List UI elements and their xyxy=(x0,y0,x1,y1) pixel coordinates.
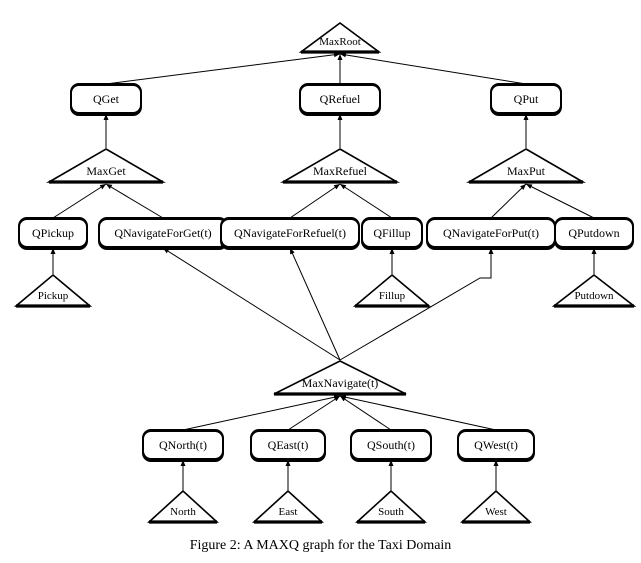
node-q-nav-for-put: QNavigateForPut(t) xyxy=(426,218,556,248)
node-label: MaxGet xyxy=(86,164,126,178)
node-prim-fillup: Fillup xyxy=(352,273,432,308)
edge-q-nav-for-get-to-max-get xyxy=(105,183,164,219)
edge-max-navigate-to-q-nav-for-get xyxy=(162,247,341,361)
edge-q-put-to-max-root xyxy=(339,52,527,85)
node-label: MaxRoot xyxy=(319,36,361,48)
node-label: QPickup xyxy=(32,225,74,240)
triangle-shape xyxy=(551,273,637,308)
node-label: Fillup xyxy=(378,289,406,302)
node-q-nav-for-get: QNavigateForGet(t) xyxy=(98,218,228,248)
edge-q-nav-for-put-to-max-put xyxy=(490,183,527,219)
triangle-shape xyxy=(46,148,166,184)
node-label: Pickup xyxy=(37,289,69,302)
node-prim-east: East xyxy=(251,489,325,524)
triangle-shape xyxy=(280,148,400,184)
node-label: QGet xyxy=(93,91,119,106)
edge-max-navigate-to-q-nav-for-refuel xyxy=(289,247,341,361)
edges xyxy=(50,52,597,490)
node-label: QSouth(t) xyxy=(367,437,415,452)
node-label: QNavigateForPut(t) xyxy=(443,225,539,240)
node-max-root: MaxRoot xyxy=(298,22,382,54)
node-label: West xyxy=(485,505,507,518)
node-max-navigate: MaxNavigate(t) xyxy=(273,360,407,396)
edge-q-south-to-max-navigate xyxy=(339,395,392,431)
node-prim-west: West xyxy=(459,489,533,524)
node-max-get: MaxGet xyxy=(46,148,166,184)
edge-q-north-to-max-navigate xyxy=(182,394,341,431)
node-max-refuel: MaxRefuel xyxy=(280,148,400,184)
node-label: QWest(t) xyxy=(474,437,518,452)
node-q-put: QPut xyxy=(490,84,562,114)
node-prim-north: North xyxy=(146,489,220,524)
triangle-shape xyxy=(466,148,586,184)
node-q-putdown: QPutdown xyxy=(554,218,634,248)
node-label: QRefuel xyxy=(319,91,361,106)
edge-q-nav-for-refuel-to-max-refuel xyxy=(289,183,341,219)
node-q-north: QNorth(t) xyxy=(142,430,224,460)
node-label: MaxRefuel xyxy=(313,164,367,178)
node-q-refuel: QRefuel xyxy=(299,84,381,114)
triangle-shape xyxy=(251,489,325,524)
edge-q-get-to-max-root xyxy=(105,52,341,85)
triangle-shape xyxy=(146,489,220,524)
node-label: QPut xyxy=(513,91,539,106)
node-label: QNorth(t) xyxy=(159,437,207,452)
node-label: North xyxy=(170,505,196,518)
node-label: South xyxy=(378,505,404,518)
node-label: QPutdown xyxy=(568,225,620,240)
node-prim-putdown: Putdown xyxy=(551,273,637,308)
node-label: MaxNavigate(t) xyxy=(301,376,379,390)
edge-q-east-to-max-navigate xyxy=(287,395,341,431)
node-label: QNavigateForRefuel(t) xyxy=(234,225,346,240)
node-label: Putdown xyxy=(574,289,614,302)
node-label: QEast(t) xyxy=(267,437,309,452)
edge-q-pickup-to-max-get xyxy=(52,183,107,219)
node-label: QNavigateForGet(t) xyxy=(114,225,212,240)
triangle-shape xyxy=(352,273,432,308)
node-q-fillup: QFillup xyxy=(361,218,423,248)
node-label: East xyxy=(278,505,298,518)
triangle-shape xyxy=(354,489,428,524)
node-prim-pickup: Pickup xyxy=(13,273,93,308)
edge-q-putdown-to-max-put xyxy=(525,183,595,219)
node-q-west: QWest(t) xyxy=(457,430,535,460)
node-max-put: MaxPut xyxy=(466,148,586,184)
node-q-get: QGet xyxy=(70,84,142,114)
figure-caption: Figure 2: A MAXQ graph for the Taxi Doma… xyxy=(189,538,452,553)
edge-q-west-to-max-navigate xyxy=(339,394,497,431)
node-prim-south: South xyxy=(354,489,428,524)
node-label: QFillup xyxy=(373,225,411,240)
node-q-pickup: QPickup xyxy=(18,218,88,248)
edge-q-fillup-to-max-refuel xyxy=(339,183,393,219)
node-q-south: QSouth(t) xyxy=(350,430,432,460)
triangle-shape xyxy=(298,22,382,54)
node-q-east: QEast(t) xyxy=(250,430,326,460)
node-label: MaxPut xyxy=(506,164,545,178)
triangle-shape xyxy=(273,360,407,396)
node-q-nav-for-refuel: QNavigateForRefuel(t) xyxy=(220,218,360,248)
triangle-shape xyxy=(13,273,93,308)
edge-max-navigate-to-q-nav-for-put xyxy=(339,248,494,361)
triangle-shape xyxy=(459,489,533,524)
